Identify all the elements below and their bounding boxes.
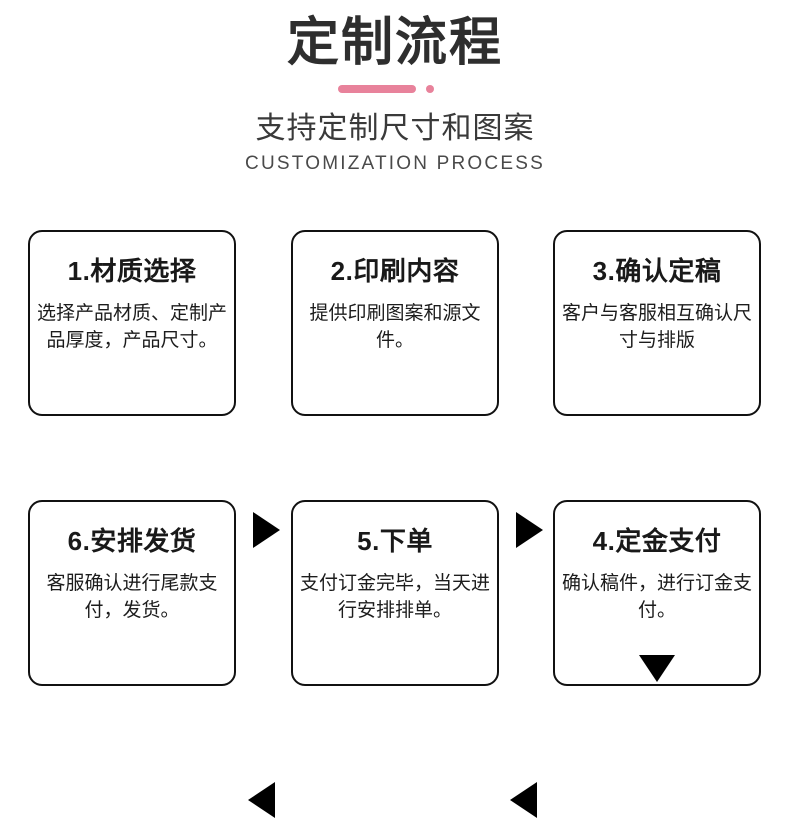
step-3-description: 客户与客服相互确认尺寸与排版 <box>562 303 753 351</box>
step-4-description: 确认稿件，进行订金支付。 <box>562 573 753 621</box>
step-1-description: 选择产品材质、定制产品厚度，产品尺寸。 <box>37 303 228 351</box>
step-6-description: 客服确认进行尾款支付，发货。 <box>46 573 218 621</box>
step-box-6[interactable]: 6.安排发货 客服确认进行尾款支付，发货。 <box>28 500 236 686</box>
step-box-2[interactable]: 2.印刷内容 提供印刷图案和源文件。 <box>291 230 499 416</box>
step-2-description: 提供印刷图案和源文件。 <box>309 303 481 351</box>
arrow-left-icon-step4-to-step5 <box>510 782 537 818</box>
arrow-right-icon-step1-to-step2 <box>253 512 280 548</box>
step-box-5[interactable]: 5.下单 支付订金完毕，当天进行安排排单。 <box>291 500 499 686</box>
step-5-title: 5.下单 <box>357 526 433 556</box>
title-divider <box>0 82 790 96</box>
arrow-left-icon-step5-to-step6 <box>248 782 275 818</box>
page-subtitle-english: CUSTOMIZATION PROCESS <box>245 153 545 174</box>
step-3-title: 3.确认定稿 <box>592 256 722 286</box>
step-1-title: 1.材质选择 <box>67 256 197 286</box>
page-title: 定制流程 <box>286 14 503 72</box>
flow-row-top: 1.材质选择 选择产品材质、定制产品厚度，产品尺寸。 2.印刷内容 提供印刷图案… <box>0 230 790 420</box>
page-subtitle-chinese: 支持定制尺寸和图案 <box>255 112 535 145</box>
arrow-right-icon-step2-to-step3 <box>516 512 543 548</box>
step-2-title: 2.印刷内容 <box>330 256 460 286</box>
step-box-3[interactable]: 3.确认定稿 客户与客服相互确认尺寸与排版 <box>553 230 761 416</box>
process-flow-diagram: 1.材质选择 选择产品材质、定制产品厚度，产品尺寸。 2.印刷内容 提供印刷图案… <box>0 212 790 818</box>
divider-dot-icon <box>426 85 434 93</box>
page-header: 定制流程 支持定制尺寸和图案 CUSTOMIZATION PROCESS <box>0 0 790 176</box>
arrow-down-icon-step3-to-step4 <box>639 655 675 682</box>
step-6-title: 6.安排发货 <box>67 526 197 556</box>
step-4-title: 4.定金支付 <box>592 526 722 556</box>
step-5-description: 支付订金完毕，当天进行安排排单。 <box>300 573 491 621</box>
divider-bar-icon <box>338 85 416 93</box>
step-box-1[interactable]: 1.材质选择 选择产品材质、定制产品厚度，产品尺寸。 <box>28 230 236 416</box>
